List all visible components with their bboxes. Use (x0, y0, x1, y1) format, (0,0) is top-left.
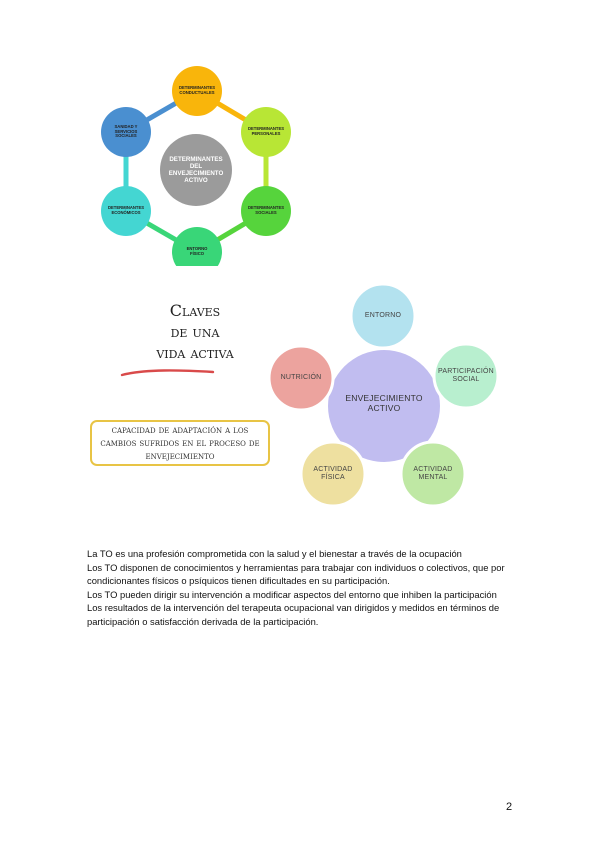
determinant-node (101, 107, 151, 157)
body-text: La TO es una profesión comprometida con … (87, 547, 527, 628)
center-node (160, 134, 232, 206)
determinant-node-label: DETERMINANTES SOCIALES (247, 205, 285, 215)
aging-node-label: ACTIVIDAD MENTAL (413, 465, 453, 481)
paragraph-1: La TO es una profesión comprometida con … (87, 548, 462, 559)
aging-node (399, 440, 467, 508)
aging-node-label: PARTICIPACIÓN SOCIAL (438, 367, 494, 383)
crop-mask (0, 266, 599, 280)
determinant-node (172, 227, 222, 277)
active-aging-diagram: ENVEJECIMIENTO ACTIVO ENTORNO PARTICIPACIÓ… (267, 282, 500, 508)
determinants-diagram-graphic (0, 66, 599, 280)
active-aging-diagram-graphic (267, 282, 500, 508)
determinant-node-label: DETERMINANTES CONDUCTUALES (178, 85, 216, 95)
claves-line-1: Claves (169, 301, 221, 320)
paragraph-2: Los TO disponen de conocimientos y herra… (87, 561, 505, 587)
determinants-diagram: DETERMINANTES DEL ENVEJECIMIENTO ACTIVO D… (0, 0, 599, 280)
adaptation-box-text: capacidad de adaptación a los cambios su… (100, 424, 260, 462)
determinant-node-label: ENTORNO FÍSICO (186, 246, 208, 256)
center-node-label: ENVEJECIMIENTO ACTIVO (345, 393, 423, 413)
aging-node-label: NUTRICIÓN (280, 373, 322, 381)
determinant-node (241, 107, 291, 157)
center-node-label: DETERMINANTES DEL ENVEJECIMIENTO ACTIVO (168, 155, 224, 185)
aging-node-label: ENTORNO (364, 311, 402, 319)
red-underline-stroke (120, 369, 215, 377)
claves-line-2: de una (170, 322, 220, 341)
claves-line-3: vida activa (156, 343, 234, 362)
paragraph-3: Los TO pueden dirigir su intervención a … (87, 588, 497, 600)
adaptation-box: capacidad de adaptación a los cambios su… (90, 420, 270, 466)
determinant-node-label: DETERMINANTES PERSONALES (247, 126, 285, 136)
claves-heading: Claves de una vida activa (150, 300, 240, 363)
determinant-node (241, 186, 291, 236)
determinant-node-label: SANIDAD Y SERVICIOS SOCIALES (114, 123, 138, 139)
page-number: 2 (506, 801, 513, 813)
aging-node-label: ACTIVIDAD FÍSICA (313, 465, 353, 481)
aging-node (267, 344, 335, 412)
aging-node (349, 282, 417, 350)
center-node (328, 350, 440, 462)
aging-node (432, 342, 500, 410)
paragraph-4: Los resultados de la intervención del te… (87, 602, 500, 627)
determinant-node (172, 66, 222, 116)
determinant-node-label: DETERMINANTES ECONÓMICOS (107, 205, 145, 215)
aging-node (299, 440, 367, 508)
determinant-node (101, 186, 151, 236)
